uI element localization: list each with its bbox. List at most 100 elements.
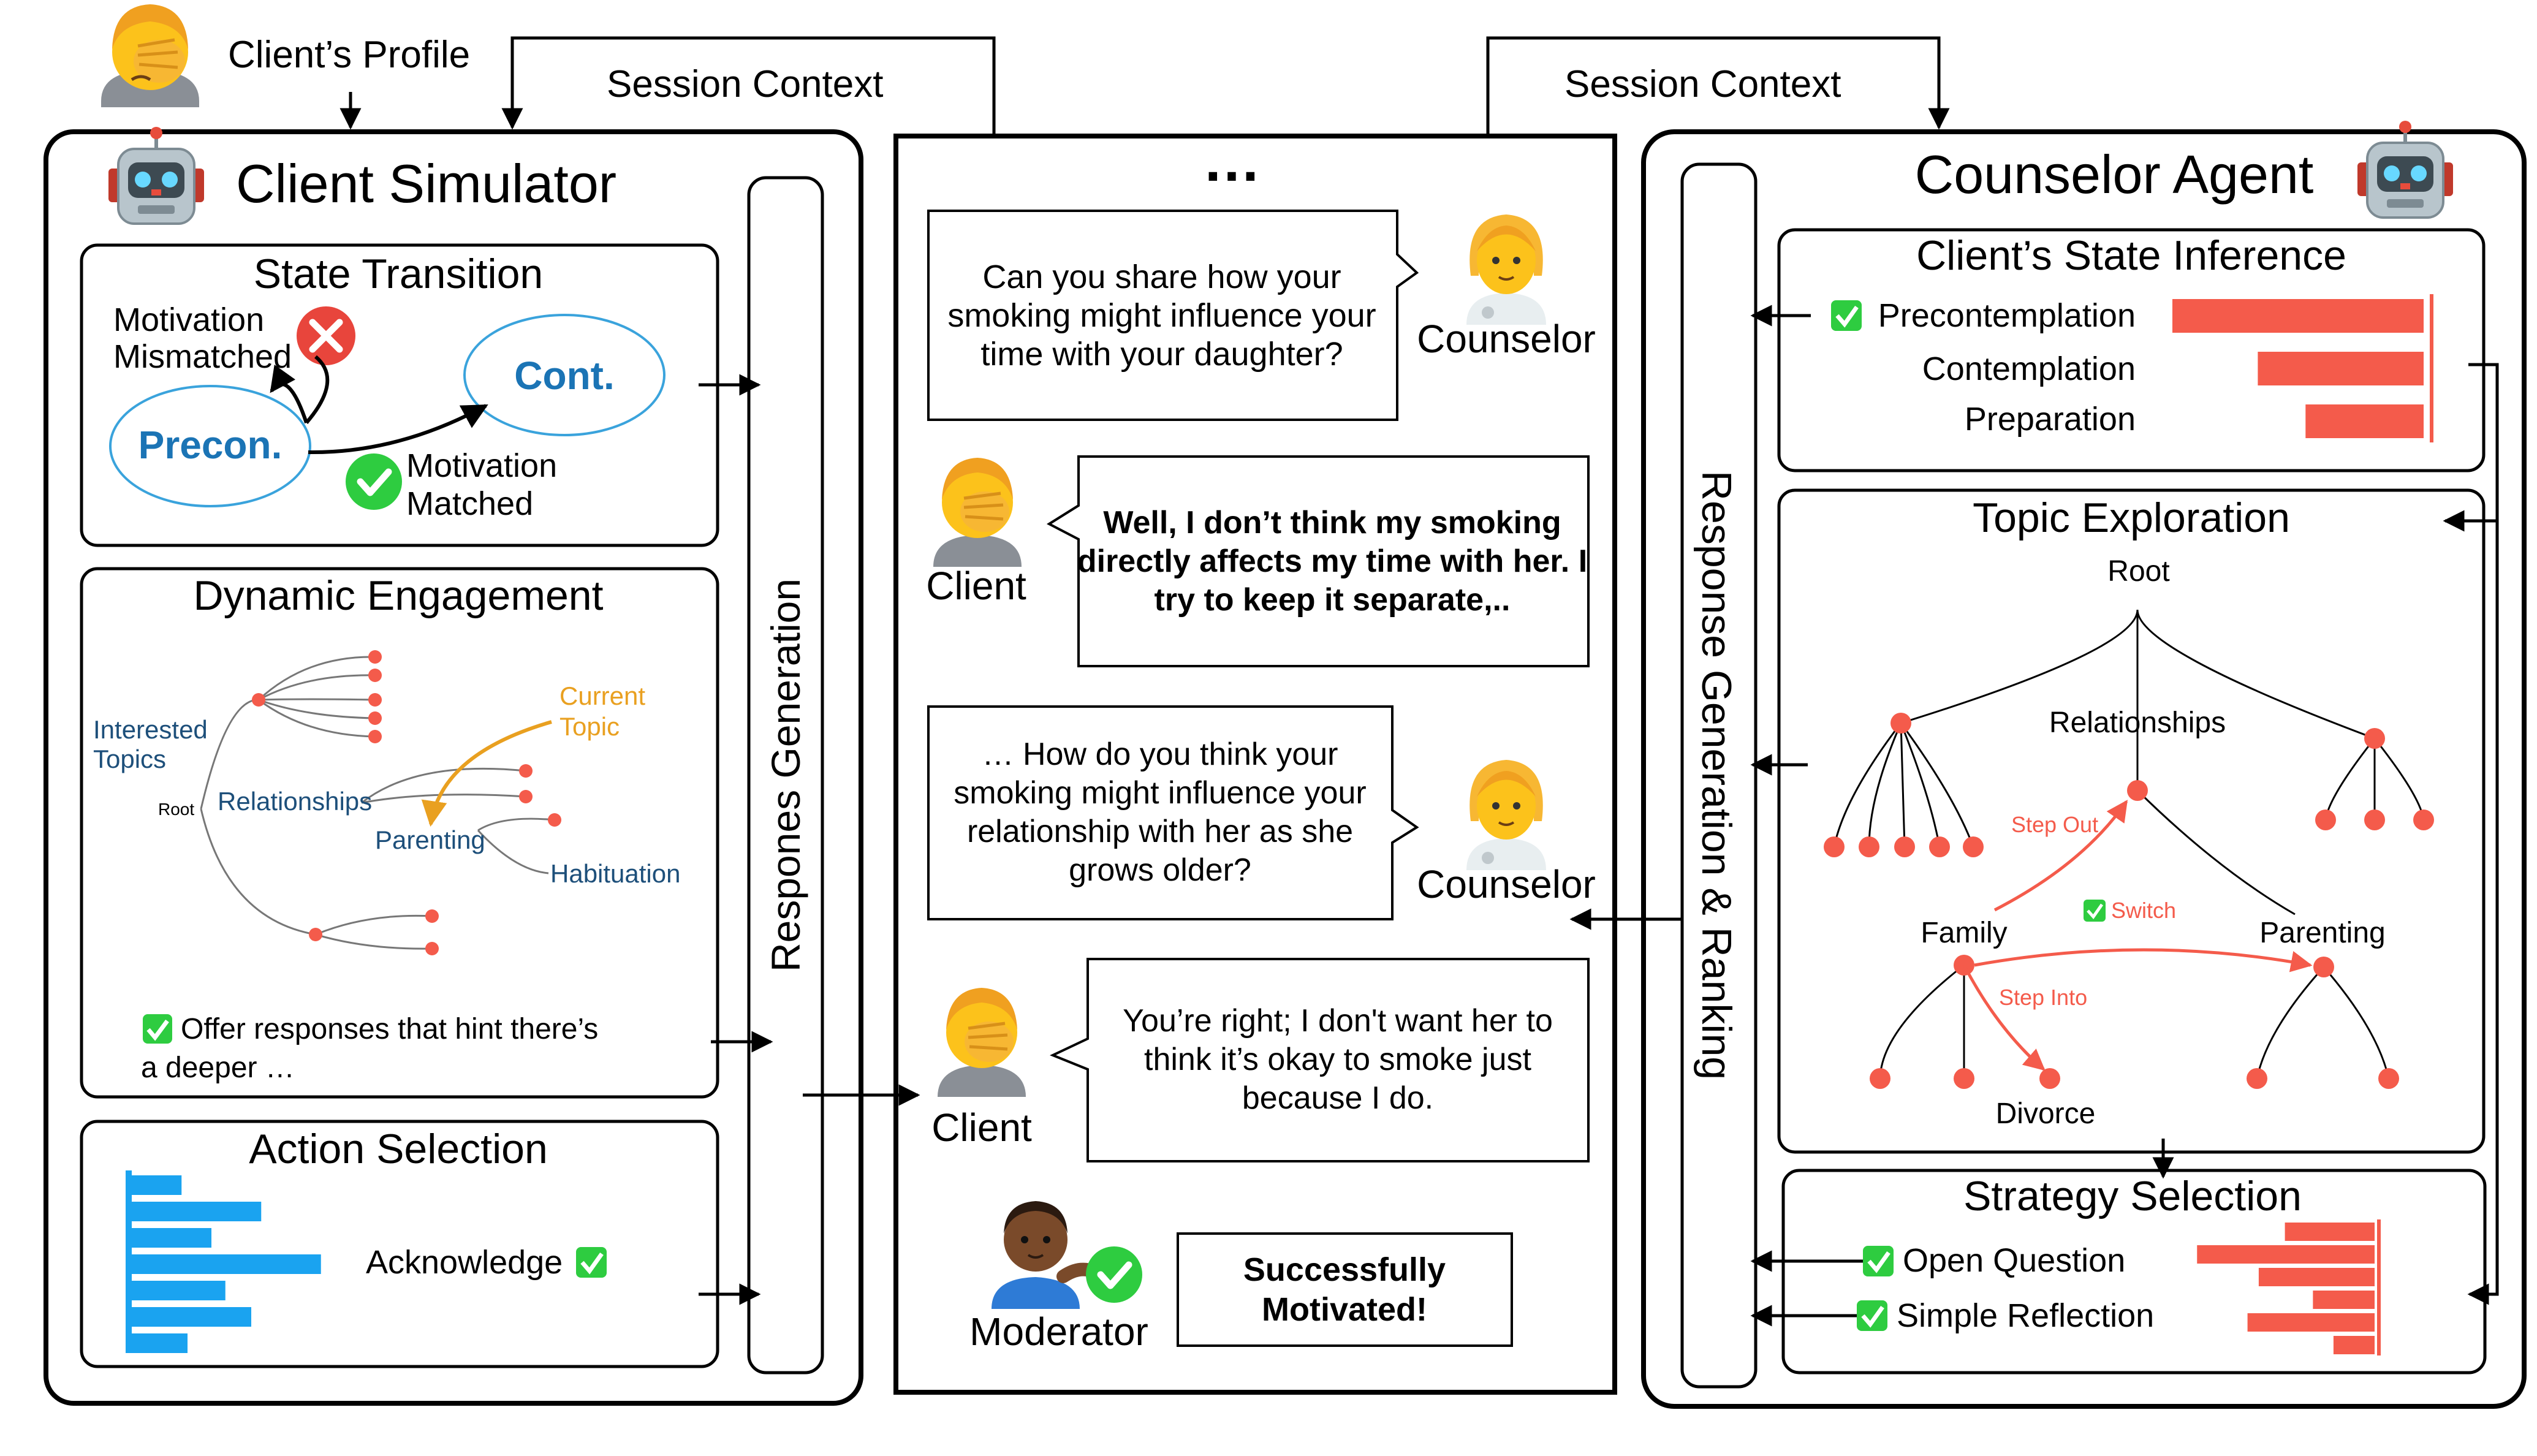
turn-3-line-1: … How do you think your	[982, 737, 1338, 772]
strategy-label-1: Simple Reflection	[1897, 1297, 2154, 1334]
inference-label-0: Precontemplation	[1878, 297, 2136, 334]
current-topic-2: Topic	[559, 712, 620, 741]
offer-check-icon	[143, 1014, 172, 1044]
robot-icon	[2357, 121, 2453, 219]
client-profile-label: Client’s Profile	[228, 34, 470, 76]
inference-label-1: Contemplation	[1922, 351, 2136, 387]
simple-reflection-check-icon	[1857, 1300, 1887, 1331]
counselor-response-bar	[1680, 162, 1758, 1389]
engagement-nodes	[252, 650, 561, 955]
turn-2-line-3: try to keep it separate,..	[1155, 582, 1511, 618]
topic-exploration-title: Topic Exploration	[1973, 495, 2290, 541]
strategy-selection-box: Strategy Selection Open Question Simple …	[1781, 1169, 2487, 1374]
action-bar-1	[132, 1202, 262, 1221]
mismatch-label-2: Mismatched	[113, 338, 292, 375]
moderator: Moderator Successfully Motivated!	[969, 1201, 1513, 1354]
moderator-verdict-1: Successfully	[1243, 1251, 1446, 1288]
turn-2-line-1: Well, I don’t think my smoking	[1103, 505, 1561, 540]
switch-check-icon	[2084, 900, 2106, 922]
turn-1-line-1: Can you share how your	[982, 259, 1341, 295]
action-check-icon	[576, 1247, 607, 1278]
action-selected-label: Acknowledge	[366, 1244, 563, 1281]
topic-root-label: Root	[2107, 555, 2169, 588]
strategy-bar-5	[2333, 1336, 2375, 1354]
step-out-label: Step Out	[2011, 812, 2098, 837]
turn-3-line-2: smoking might influence your	[954, 775, 1366, 811]
counselor-turn-1: Can you share how your smoking might inf…	[927, 210, 1596, 421]
cont-label: Cont.	[514, 354, 615, 398]
offer-line-2: a deeper …	[141, 1052, 295, 1084]
interested-topics-2: Topics	[93, 745, 166, 773]
counselor-turn-3: … How do you think your smoking might in…	[927, 705, 1596, 920]
state-inference-title: Client’s State Inference	[1916, 232, 2346, 279]
matched-check-icon	[346, 453, 402, 510]
precon-state	[109, 385, 311, 507]
precon-label: Precon.	[138, 423, 283, 467]
topic-parenting-label: Parenting	[2259, 917, 2385, 949]
client-profile: Client’s Profile	[101, 4, 470, 107]
current-topic-1: Current	[559, 681, 645, 710]
dynamic-engagement-title: Dynamic Engagement	[193, 572, 603, 619]
engagement-root-label: Root	[158, 800, 194, 819]
engagement-parenting-label: Parenting	[375, 825, 485, 854]
client-response-generation-bar	[747, 176, 824, 1374]
turn-1-line-3: time with your daughter?	[980, 336, 1343, 373]
strategy-bar-3	[2313, 1291, 2375, 1309]
matched-label-1: Motivation	[406, 447, 557, 484]
dynamic-engagement-box: Dynamic Engagement Interested Topics Roo…	[80, 567, 719, 1099]
state-transition-box: State Transition Motivation Mismatched P…	[80, 243, 719, 547]
session-context-left: Session Context	[607, 63, 883, 105]
topic-relationships-label: Relationships	[2049, 707, 2226, 739]
turn-3-speaker: Counselor	[1417, 862, 1596, 906]
counselor-avatar-icon	[1466, 760, 1546, 870]
inference-bar-2	[2305, 404, 2424, 438]
turn-4-line-2: think it’s okay to smoke just	[1144, 1042, 1532, 1077]
strategy-bar-0	[2285, 1223, 2375, 1241]
client-simulator-title: Client Simulator	[236, 153, 616, 214]
turn-1-line-2: smoking might influence your	[947, 297, 1376, 334]
turn-4-line-1: You’re right; I don't want her to	[1123, 1003, 1553, 1039]
mismatch-label-1: Motivation	[113, 301, 264, 338]
turn-4-line-3: because I do.	[1242, 1080, 1433, 1116]
conversation-panel: … Can you share how your smoking might i…	[893, 128, 1617, 1395]
client-avatar-icon	[933, 458, 1022, 567]
session-context-right: Session Context	[1564, 63, 1841, 105]
inference-label-2: Preparation	[1965, 401, 2136, 438]
strategy-bar-1	[2197, 1245, 2375, 1264]
turn-2-speaker: Client	[926, 564, 1026, 608]
cont-state	[463, 314, 666, 436]
moderator-check-icon	[1086, 1246, 1142, 1303]
action-bar-5	[132, 1307, 251, 1327]
switch-label: Switch	[2111, 898, 2176, 923]
action-bar-3	[132, 1254, 321, 1274]
moderator-verdict-box	[1177, 1232, 1513, 1347]
action-bar-4	[132, 1281, 226, 1300]
open-question-check-icon	[1863, 1246, 1894, 1276]
turn-2-line-2: directly affects my time with her. I	[1077, 544, 1587, 579]
strategy-bar-2	[2258, 1268, 2375, 1286]
moderator-verdict-2: Motivated!	[1262, 1291, 1427, 1328]
turn-4-speaker: Client	[931, 1105, 1032, 1150]
counselor-agent-panel: Counselor Agent Response Generation & Ra…	[1641, 121, 2527, 1409]
action-bars	[132, 1175, 321, 1353]
client-simulator-panel: Client Simulator Respones Generation Sta…	[44, 127, 863, 1406]
topic-tree-edges	[1833, 609, 2425, 1079]
action-bar-0	[132, 1175, 182, 1195]
mismatch-cross-icon	[297, 306, 355, 365]
engagement-habituation-label: Habituation	[550, 859, 680, 888]
strategy-label-0: Open Question	[1903, 1242, 2125, 1279]
state-inference-box: Client’s State Inference Precontemplatio…	[1777, 228, 2486, 472]
inference-bar-1	[2258, 352, 2424, 385]
family-label: Family	[1921, 917, 2007, 949]
client-turn-4: You’re right; I don't want her to think …	[931, 958, 1590, 1162]
turn-3-line-3: relationship with her as she	[967, 814, 1353, 849]
action-selection-title: Action Selection	[249, 1126, 548, 1172]
counselor-avatar-icon	[1466, 214, 1546, 325]
divorce-label: Divorce	[1996, 1098, 2096, 1130]
turn-3-line-4: grows older?	[1069, 852, 1251, 888]
strategy-bars	[2197, 1223, 2375, 1354]
strategy-bar-4	[2247, 1313, 2375, 1332]
inference-bar-0	[2172, 299, 2424, 333]
state-transition-title: State Transition	[254, 251, 543, 297]
precontemplation-check-icon	[1831, 300, 1862, 331]
